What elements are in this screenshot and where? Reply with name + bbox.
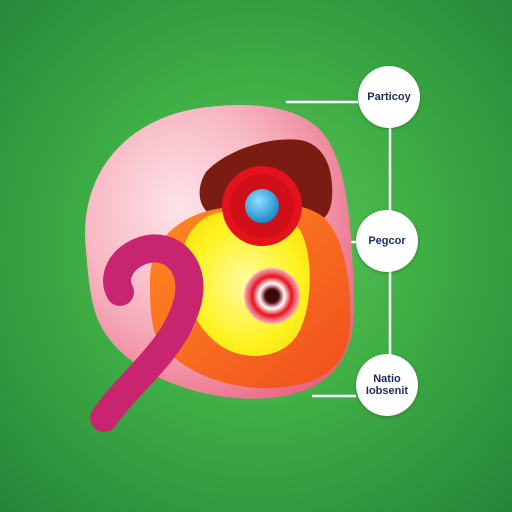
callout-mid: Pegcor — [356, 210, 418, 272]
callout-top-label: Particoy — [367, 91, 411, 103]
blue-dot — [245, 189, 279, 223]
callout-bottom: Natio Iobsenit — [356, 354, 418, 416]
magenta-tube — [90, 234, 204, 432]
callout-bottom-label: Natio Iobsenit — [365, 373, 409, 397]
target-node — [244, 268, 300, 324]
callout-mid-label: Pegcor — [368, 235, 406, 247]
red-ring-node — [222, 166, 302, 246]
callout-top: Particoy — [358, 66, 420, 128]
